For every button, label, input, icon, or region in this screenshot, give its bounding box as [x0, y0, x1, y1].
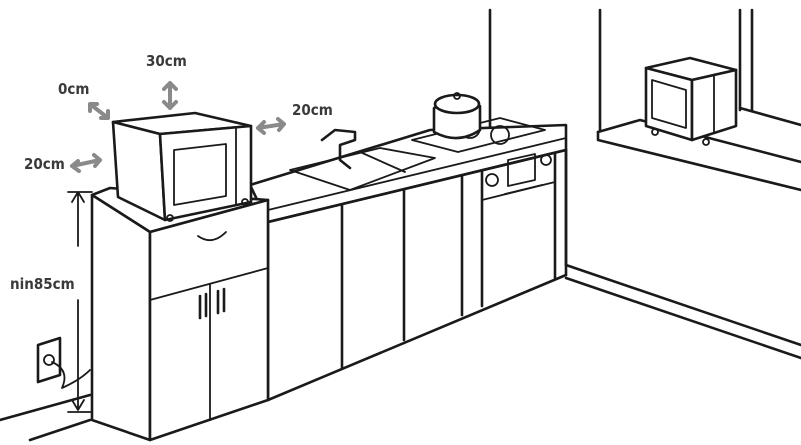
back-clearance-arrow — [88, 102, 110, 120]
min-height-label: nin85cm — [10, 275, 75, 293]
wall-outlet — [36, 336, 91, 389]
height-arrow — [67, 191, 93, 413]
lower-cabinets — [266, 148, 568, 402]
back-clearance-label: 0cm — [58, 80, 89, 98]
windowsill-oven — [644, 56, 738, 146]
left-clearance-arrow — [70, 153, 102, 173]
left-clearance-label: 20cm — [24, 155, 65, 173]
right-clearance-label: 20cm — [292, 101, 333, 119]
microwave-cabinet — [90, 186, 270, 442]
clearance-arrows — [67, 81, 286, 413]
right-clearance-arrow — [256, 117, 286, 135]
microwave — [111, 111, 253, 222]
top-clearance-arrow — [162, 81, 178, 110]
top-clearance-label: 30cm — [146, 52, 187, 70]
window — [596, 8, 801, 192]
